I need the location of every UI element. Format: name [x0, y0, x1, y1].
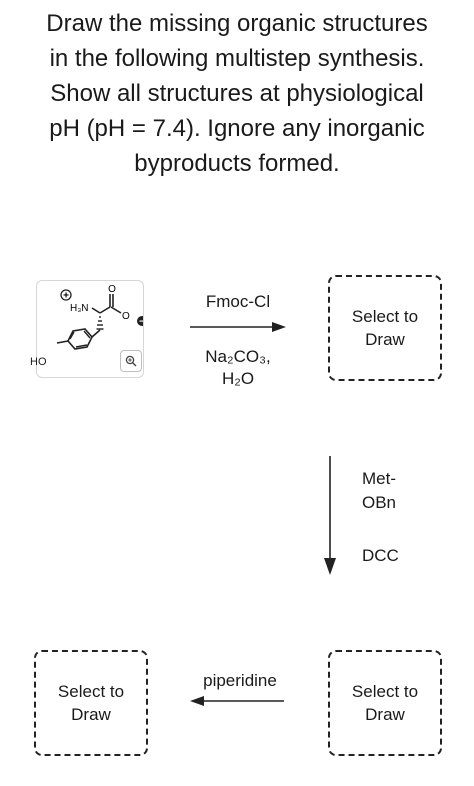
draw-box-label: Select to: [57, 682, 125, 701]
tyrosine-structure-svg: + H₃N O O −: [56, 284, 143, 350]
question-line: in the following multistep synthesis.: [49, 45, 425, 72]
positive-charge-circle: [60, 289, 72, 301]
negative-charge: −: [139, 317, 143, 328]
question-line: pH (pH = 7.4). Ignore any inorganic: [49, 115, 425, 142]
draw-box-final-product[interactable]: Select to Draw: [34, 650, 148, 756]
starting-material-structure[interactable]: + H₃N O O −: [36, 280, 144, 378]
question-text: Draw the missing organic structures in t…: [14, 6, 460, 181]
step3-arrow: [190, 696, 284, 706]
step1-reagent-bottom-1: Na₂CO₃,: [205, 347, 271, 366]
question-line: Show all structures at physiological: [50, 80, 424, 107]
carboxylate-oxygen: O: [122, 311, 130, 322]
amine-label: H₃N: [70, 303, 89, 314]
draw-box-label: Select to: [351, 307, 419, 326]
magnify-plus-icon: [125, 355, 137, 367]
step2-reagent-1: Met-: [362, 469, 396, 488]
draw-box-intermediate-2[interactable]: Select to Draw: [328, 650, 442, 756]
hydroxyl-label: HO: [30, 356, 47, 368]
step2-arrow: [324, 456, 336, 575]
draw-box-label: Draw: [71, 705, 111, 724]
carbonyl-oxygen: O: [108, 284, 116, 295]
draw-box-label: Draw: [365, 330, 405, 349]
zoom-button[interactable]: [120, 350, 142, 372]
step1-reagent-bottom-2: H₂O: [221, 369, 255, 388]
step2-reagent-2: OBn: [362, 493, 397, 512]
positive-charge: +: [63, 291, 69, 302]
step1-reagent-top: Fmoc-Cl: [205, 292, 271, 311]
question-line: Draw the missing organic structures: [46, 10, 428, 37]
draw-box-label: Draw: [365, 705, 405, 724]
step1-arrow: [190, 322, 286, 332]
step3-reagent: piperidine: [203, 671, 277, 690]
draw-box-intermediate-1[interactable]: Select to Draw: [328, 275, 442, 381]
step2-reagent-3: DCC: [362, 546, 399, 565]
draw-box-label: Select to: [351, 682, 419, 701]
question-line: byproducts formed.: [134, 150, 340, 177]
negative-charge-circle: [137, 316, 143, 326]
